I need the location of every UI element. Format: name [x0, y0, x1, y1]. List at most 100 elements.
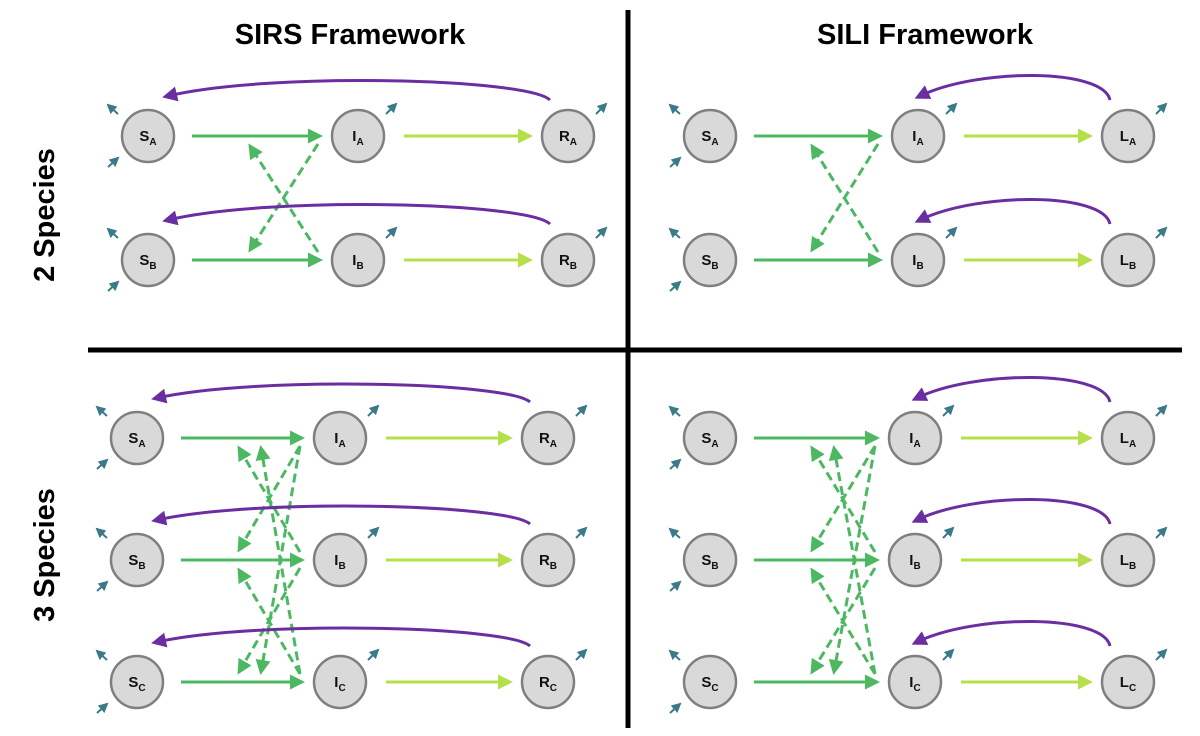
- compartment-letter: L: [1120, 674, 1129, 691]
- species-subscript: C: [1129, 683, 1136, 694]
- node-r-b: RB: [520, 532, 576, 588]
- species-subscript: A: [356, 137, 363, 148]
- death-arrow: [95, 405, 108, 417]
- row-label-3-species: 3 Species: [29, 488, 61, 622]
- node-l-c: LC: [1100, 654, 1156, 710]
- compartment-label: IC: [909, 674, 920, 694]
- node-i-b: IB: [890, 232, 946, 288]
- waning-immunity-arrow: [911, 376, 1112, 403]
- compartment-circle: [682, 232, 738, 288]
- cross-transmission-arrow: [810, 143, 880, 253]
- compartment-circle: [312, 532, 368, 588]
- death-arrow: [668, 405, 681, 417]
- compartment-circle: [109, 410, 165, 466]
- node-i-a: IA: [312, 410, 368, 466]
- node-i-a: IA: [890, 108, 946, 164]
- compartment-letter: S: [701, 252, 711, 269]
- compartment-label: IA: [909, 430, 920, 450]
- compartment-label: IA: [334, 430, 345, 450]
- compartment-circle: [109, 654, 165, 710]
- species-subscript: A: [1129, 137, 1136, 148]
- compartment-label: SB: [139, 252, 156, 272]
- compartment-circle: [887, 532, 943, 588]
- compartment-circle: [120, 232, 176, 288]
- compartment-circle: [887, 654, 943, 710]
- compartment-label: IB: [352, 252, 363, 272]
- column-title-sirs: SIRS Framework: [235, 19, 466, 51]
- compartment-label: SB: [128, 552, 145, 572]
- waning-immunity-arrow: [162, 79, 552, 102]
- cross-transmission-arrow: [237, 567, 302, 675]
- birth-arrow: [669, 156, 682, 168]
- node-i-a: IA: [887, 410, 943, 466]
- compartment-label: RA: [539, 430, 557, 450]
- species-subscript: A: [149, 137, 156, 148]
- compartment-letter: S: [701, 128, 711, 145]
- compartment-letter: S: [701, 430, 711, 447]
- node-l-a: LA: [1100, 410, 1156, 466]
- species-subscript: B: [356, 261, 363, 272]
- death-arrow: [1155, 404, 1168, 417]
- birth-arrow: [669, 280, 682, 292]
- birth-arrow: [669, 702, 682, 714]
- node-s-b: SB: [120, 232, 176, 288]
- column-title-sili: SILI Framework: [817, 19, 1034, 51]
- species-subscript: A: [1129, 439, 1136, 450]
- death-arrow: [1155, 226, 1168, 239]
- compartment-label: RA: [559, 128, 577, 148]
- compartment-circle: [682, 532, 738, 588]
- compartment-label: IB: [909, 552, 920, 572]
- compartment-label: SC: [701, 674, 718, 694]
- waning-immunity-arrow: [914, 197, 1112, 225]
- node-s-a: SA: [109, 410, 165, 466]
- compartment-circle: [312, 410, 368, 466]
- compartment-letter: S: [139, 252, 149, 269]
- node-i-b: IB: [312, 532, 368, 588]
- death-arrow: [668, 527, 681, 539]
- compartment-circle: [312, 654, 368, 710]
- compartment-circle: [120, 108, 176, 164]
- death-arrow: [575, 404, 588, 417]
- species-subscript: B: [138, 561, 145, 572]
- node-i-b: IB: [887, 532, 943, 588]
- node-l-b: LB: [1100, 532, 1156, 588]
- compartment-label: IA: [912, 128, 923, 148]
- death-arrow: [595, 102, 608, 115]
- compartment-label: LB: [1120, 552, 1136, 572]
- death-arrow: [367, 526, 380, 539]
- species-subscript: B: [1129, 561, 1136, 572]
- death-arrow: [668, 649, 681, 661]
- compartment-label: LA: [1120, 128, 1136, 148]
- compartment-label: IB: [912, 252, 923, 272]
- cross-transmission-arrow: [248, 143, 320, 253]
- compartment-letter: I: [352, 252, 356, 269]
- compartment-letter: S: [128, 552, 138, 569]
- death-arrow: [945, 226, 958, 239]
- species-subscript: B: [711, 561, 718, 572]
- node-s-c: SC: [682, 654, 738, 710]
- compartment-letter: R: [539, 674, 550, 691]
- compartment-label: RC: [539, 674, 557, 694]
- compartment-circle: [890, 232, 946, 288]
- death-arrow: [106, 227, 119, 239]
- death-arrow: [95, 649, 108, 661]
- species-subscript: C: [338, 683, 345, 694]
- compartment-circle: [682, 654, 738, 710]
- compartment-letter: I: [334, 430, 338, 447]
- species-subscript: A: [711, 137, 718, 148]
- species-subscript: C: [711, 683, 718, 694]
- compartment-circle: [890, 108, 946, 164]
- death-arrow: [668, 103, 681, 115]
- species-subscript: A: [138, 439, 145, 450]
- compartment-label: IA: [352, 128, 363, 148]
- death-arrow: [106, 103, 119, 115]
- compartment-circle: [520, 654, 576, 710]
- compartment-letter: L: [1120, 128, 1129, 145]
- node-i-b: IB: [330, 232, 386, 288]
- node-i-c: IC: [887, 654, 943, 710]
- compartment-circle: [1100, 232, 1156, 288]
- compartment-label: SA: [701, 128, 718, 148]
